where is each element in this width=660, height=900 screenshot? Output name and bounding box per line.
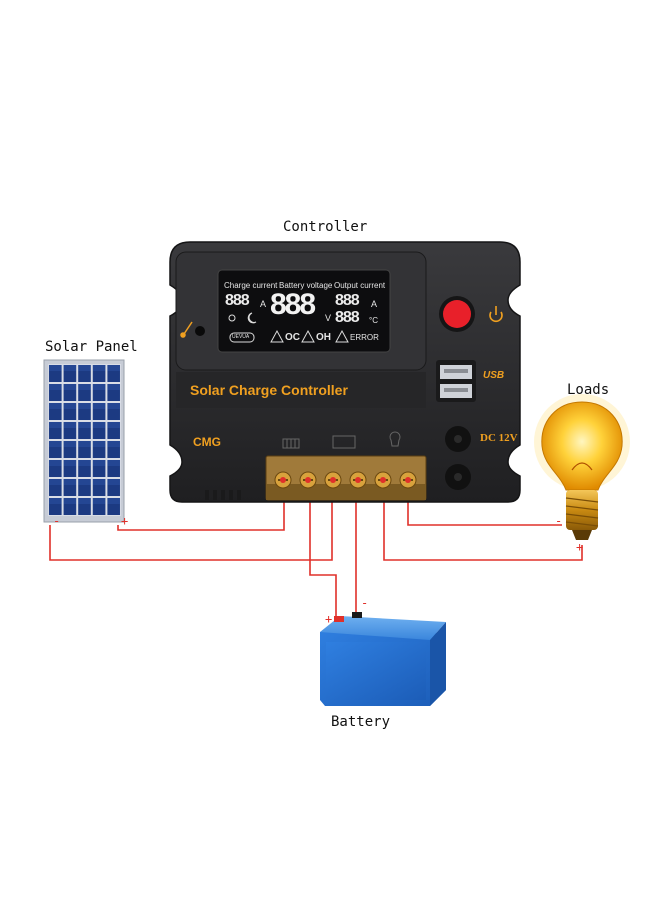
battery-label: Battery [331, 714, 391, 730]
lcd-output-digits-1: 888 [335, 292, 360, 309]
lcd-unit-c: °C [369, 316, 378, 325]
solar-panel-label: Solar Panel [45, 339, 138, 355]
lcd-output-digits-2: 888 [335, 309, 360, 326]
terminal-screws [274, 471, 417, 489]
controller-label: Controller [283, 219, 368, 235]
usb-text: USB [483, 370, 505, 381]
power-icon [489, 306, 503, 323]
panel-positive-marker: + [121, 514, 129, 528]
lcd-oh: OH [316, 332, 331, 343]
lcd-icons [228, 312, 349, 343]
lcd-oc: OC [285, 332, 300, 343]
lcd-error: ERROR [350, 333, 379, 342]
sun-icon [228, 314, 236, 322]
moon-icon [247, 312, 257, 324]
solar-panel [43, 359, 125, 523]
loads-label: Loads [567, 382, 610, 398]
warning-icon-oh [301, 329, 315, 343]
load-negative-marker: - [555, 514, 563, 528]
brand-text: Solar Charge Controller [190, 382, 348, 398]
warning-icon-error [335, 329, 349, 343]
battery [320, 612, 446, 706]
lcd-unit-v: V [325, 313, 332, 323]
charge-controller [169, 241, 521, 503]
terminal-icons [282, 431, 401, 449]
thermometer-icon [180, 321, 193, 338]
wire-panel-negative [49, 478, 333, 561]
lcd-charge-digits: 888 [225, 292, 250, 309]
battery-negative-marker: - [361, 596, 369, 610]
battery-positive-marker: + [325, 612, 333, 626]
wire-battery-positive [309, 478, 337, 618]
panel-negative-marker: - [53, 514, 61, 528]
wire-panel-positive [117, 478, 285, 531]
lcd-charge-current-label: Charge current [224, 281, 278, 290]
lcd-output-current-label: Output current [334, 281, 386, 290]
battery-terminal-positive [334, 616, 344, 622]
model-text: CMG [193, 435, 221, 449]
light-bulb [534, 394, 630, 540]
usb-ports [436, 360, 476, 402]
warning-icon-oc [270, 329, 284, 343]
load-positive-marker: + [576, 540, 584, 554]
battery-terminal-negative [352, 612, 362, 618]
temp-sensor [195, 326, 205, 336]
lcd-voltage-digits: 888 [270, 288, 316, 321]
wire-load-positive [383, 478, 583, 561]
lcd-unit-a-1: A [260, 299, 267, 309]
lcd-battery-voltage-label: Battery voltage [279, 281, 333, 290]
lcd-uevua: UEVUA [232, 334, 250, 340]
lcd-unit-a-2: A [371, 299, 378, 309]
dc-text: DC 12V [480, 432, 518, 444]
